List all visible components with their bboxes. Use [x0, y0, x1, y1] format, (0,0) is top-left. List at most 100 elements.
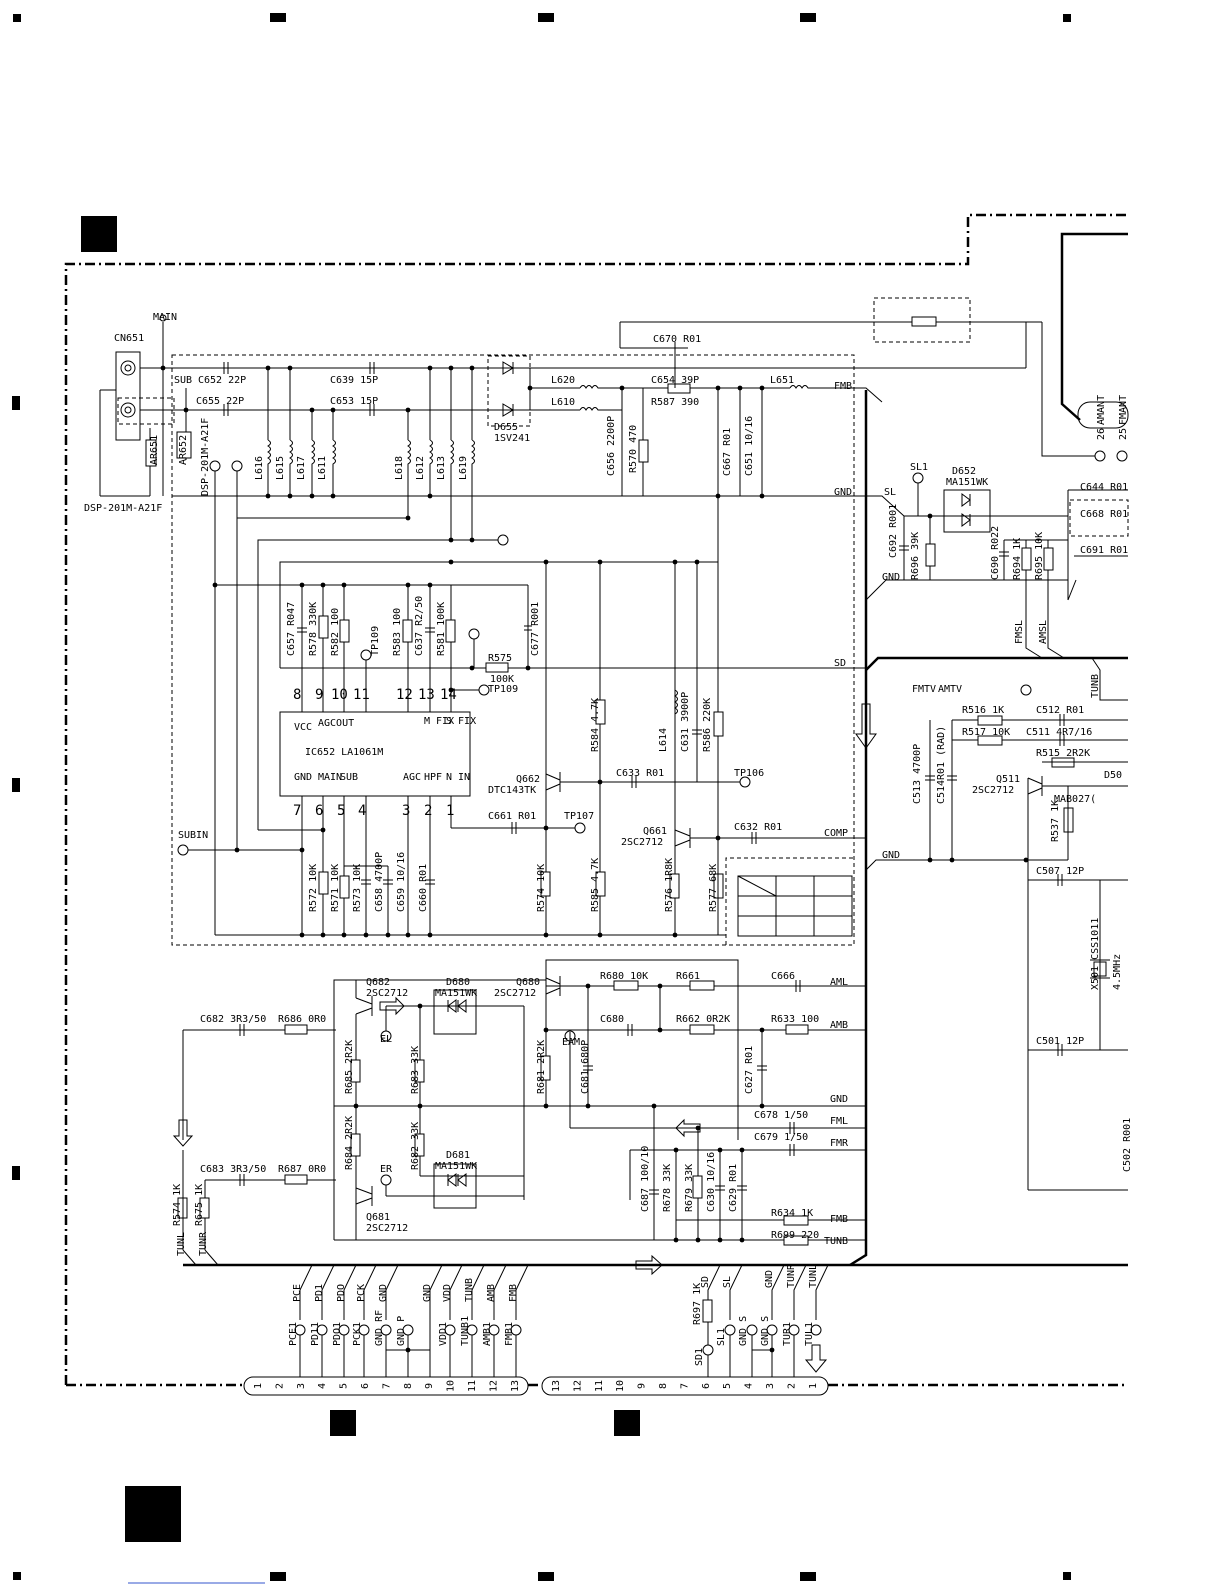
component-label-vertical: C513 4700P — [912, 744, 923, 804]
connector-pin-number: 12 — [488, 1380, 499, 1392]
component-label: C679 1/50 — [754, 1132, 808, 1143]
component-label-vertical: R586 220K — [702, 698, 713, 752]
component-label-vertical: AMSL — [1038, 620, 1049, 644]
component-label-vertical: C630 10/16 — [706, 1152, 717, 1212]
connector-pin-number: 3 — [296, 1383, 307, 1389]
component-label-vertical: TUL1 — [804, 1322, 815, 1346]
component-label: SL1 — [910, 462, 928, 473]
connector-pin-number: 12 — [572, 1380, 583, 1392]
component-label-vertical: R685 2R2K — [344, 1040, 355, 1094]
ic-pin-number: 9 — [315, 687, 323, 703]
component-label-vertical: R577 68K — [708, 864, 719, 912]
component-label-vertical: R582 100 — [330, 608, 341, 656]
component-label-vertical: VDD1 — [438, 1322, 449, 1346]
component-label-vertical: C627 R01 — [744, 1046, 755, 1094]
component-label: C661 R01 — [488, 811, 536, 822]
connector-pin-number: 5 — [722, 1383, 733, 1389]
component-label: R516 1K — [962, 705, 1004, 716]
component-label-vertical: C631 3900P — [680, 692, 691, 752]
component-label: HPF — [424, 772, 442, 783]
component-label: MA151WK — [946, 477, 988, 488]
component-label-vertical: C667 R01 — [722, 428, 733, 476]
component-label-vertical: R697 1K — [692, 1283, 703, 1325]
component-label: Q661 — [643, 826, 667, 837]
component-label: C654 39P — [651, 375, 699, 386]
component-label: Q681 — [366, 1212, 390, 1223]
component-label-vertical: AMB1 — [482, 1322, 493, 1346]
ic-pin-number: 10 — [331, 687, 348, 703]
component-label: FMTV — [912, 684, 936, 695]
connector-pin-number: 7 — [679, 1383, 690, 1389]
component-label: D50 — [1104, 770, 1122, 781]
component-label-vertical: TUNL — [176, 1232, 187, 1256]
component-label-vertical: AMANT — [1096, 395, 1107, 425]
component-label-vertical: R682 33K — [410, 1122, 421, 1170]
component-label-vertical: R696 39K — [910, 532, 921, 580]
component-label: C682 3R3/50 — [200, 1014, 266, 1025]
component-label-vertical: C692 R001 — [888, 504, 899, 558]
component-label-vertical: PDO — [336, 1284, 347, 1302]
component-label-vertical: L616 — [254, 456, 265, 480]
component-label: R662 0R2K — [676, 1014, 730, 1025]
component-label-vertical: AMB — [486, 1284, 497, 1302]
component-label: TUNB — [824, 1236, 848, 1247]
component-label: GND — [882, 850, 900, 861]
component-label-vertical: L615 — [275, 456, 286, 480]
component-label: L651 — [770, 375, 794, 386]
component-label-vertical: AR652 — [178, 435, 189, 465]
connector-pin-number: 11 — [594, 1380, 605, 1392]
component-label: 2SC2712 — [621, 837, 663, 848]
component-label-vertical: R694 1K — [1012, 538, 1023, 580]
component-label-vertical: C629 R01 — [728, 1164, 739, 1212]
ic-pin-number: 8 — [293, 687, 301, 703]
component-label: R680 10K — [600, 971, 648, 982]
ic-pin-number: 5 — [337, 803, 345, 819]
component-label: 2SC2712 — [366, 988, 408, 999]
component-label: SUB — [174, 375, 192, 386]
component-label-vertical: PDO1 — [332, 1322, 343, 1346]
component-label: D652 — [952, 466, 976, 477]
component-label: VCC — [294, 722, 312, 733]
component-label: IC652 LA1061M — [305, 747, 383, 758]
component-label: MA151WK — [435, 988, 477, 999]
component-label: MA151WK — [435, 1161, 477, 1172]
component-label: 2SC2712 — [366, 1223, 408, 1234]
ic-pin-number: 7 — [293, 803, 301, 819]
component-label: R633 100 — [771, 1014, 819, 1025]
component-label: C678 1/50 — [754, 1110, 808, 1121]
component-label-vertical: GND S — [738, 1316, 749, 1346]
component-label-vertical: L618 — [394, 456, 405, 480]
component-label: FMB — [830, 1214, 848, 1225]
component-label: C691 R01 — [1080, 545, 1128, 556]
connector-pin-number: 3 — [765, 1383, 776, 1389]
component-label: D681 — [446, 1150, 470, 1161]
component-label-vertical: PD1 — [314, 1284, 325, 1302]
wiring-lower — [172, 959, 866, 1276]
component-label-vertical: TP109 — [370, 626, 381, 656]
component-label: Q511 — [996, 774, 1020, 785]
connector-pin-number: 4 — [744, 1383, 755, 1389]
component-label: MAIN — [318, 772, 342, 783]
component-label: N IN — [446, 772, 470, 783]
component-label: DSP-201M-A21F — [84, 503, 162, 514]
ic-pin-number: 3 — [402, 803, 410, 819]
component-label: 100K — [490, 674, 514, 685]
component-label-vertical: SL1 — [716, 1328, 727, 1346]
component-label: AML — [830, 977, 848, 988]
component-label-vertical: C690 R022 — [990, 526, 1001, 580]
ic-pin-number: 2 — [424, 803, 432, 819]
wiring-top — [99, 314, 1129, 858]
component-label: C680 — [600, 1014, 624, 1025]
component-label: GND — [882, 572, 900, 583]
ic-pin-number: 11 — [353, 687, 370, 703]
component-label-vertical: SD — [700, 1276, 711, 1288]
component-label: EAM — [562, 1037, 580, 1048]
connector-pin-number: 1 — [808, 1383, 819, 1389]
component-label-vertical: FMANT — [1118, 395, 1129, 425]
component-label: C652 22P — [198, 375, 246, 386]
component-label-vertical: GND RF — [374, 1310, 385, 1346]
component-label: Q662 — [516, 774, 540, 785]
